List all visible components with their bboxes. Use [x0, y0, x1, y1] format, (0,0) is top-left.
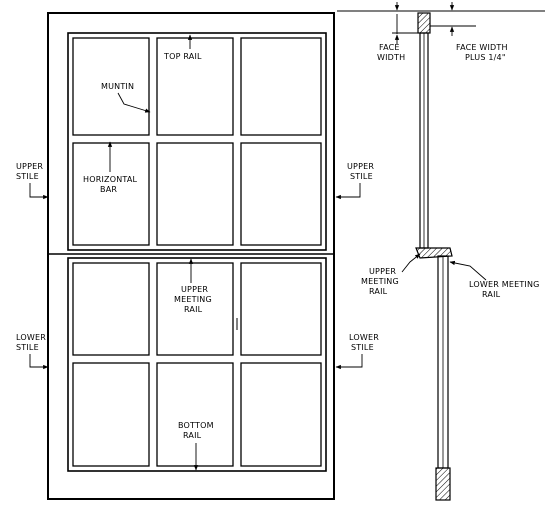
- pane: [156, 362, 234, 467]
- pane: [72, 362, 150, 467]
- label-section-lower-meeting-rail: RAIL: [482, 290, 501, 299]
- lower-sash-bottom-rail-section: [435, 467, 451, 501]
- label-bottom-rail: BOTTOM: [178, 421, 214, 430]
- label-face-width: FACE: [379, 43, 400, 52]
- label-muntin: MUNTIN: [101, 82, 134, 91]
- pane: [72, 142, 150, 246]
- label-face-width: WIDTH: [377, 53, 405, 62]
- label-bottom-rail: RAIL: [183, 431, 202, 440]
- pane: [156, 262, 234, 356]
- label-upper-meeting-rail: RAIL: [184, 305, 203, 314]
- upper-sash-top-rail-section: [417, 12, 431, 34]
- label-section-upper-meeting-rail: UPPER: [369, 267, 396, 276]
- pane: [72, 37, 150, 136]
- pane: [156, 37, 234, 136]
- label-lower-stile-right: STILE: [351, 343, 374, 352]
- label-horizontal-bar: HORIZONTAL: [83, 175, 138, 184]
- label-upper-stile-right: STILE: [350, 172, 373, 181]
- pane: [240, 362, 322, 467]
- upper-sash-panes: [72, 37, 322, 246]
- pane: [240, 37, 322, 136]
- window-elevation: TOP RAIL MUNTIN HORIZONTAL BAR UPPER STI…: [16, 12, 379, 500]
- pane: [240, 262, 322, 356]
- label-upper-stile-right: UPPER: [347, 162, 374, 171]
- outer-frame: [47, 12, 335, 500]
- lower-sash-opening: [67, 257, 327, 472]
- label-horizontal-bar: BAR: [100, 185, 117, 194]
- label-lower-stile-left: LOWER: [16, 333, 46, 342]
- label-upper-stile-left: UPPER: [16, 162, 43, 171]
- sash-section-view: FACE WIDTH FACE WIDTH PLUS 1/4" UPPER ME…: [337, 2, 545, 501]
- pane: [240, 142, 322, 246]
- label-face-width-plus: FACE WIDTH: [456, 43, 508, 52]
- label-upper-stile-left: STILE: [16, 172, 39, 181]
- label-top-rail: TOP RAIL: [163, 52, 202, 61]
- label-face-width-plus: PLUS 1/4": [465, 53, 506, 62]
- label-lower-stile-left: STILE: [16, 343, 39, 352]
- upper-sash-opening: [67, 32, 327, 251]
- pane: [72, 262, 150, 356]
- pane: [156, 142, 234, 246]
- label-section-lower-meeting-rail: LOWER MEETING: [469, 280, 540, 289]
- label-upper-meeting-rail: UPPER: [181, 285, 208, 294]
- label-lower-stile-right: LOWER: [349, 333, 379, 342]
- label-section-upper-meeting-rail: RAIL: [369, 287, 388, 296]
- label-section-upper-meeting-rail: MEETING: [361, 277, 399, 286]
- label-upper-meeting-rail: MEETING: [174, 295, 212, 304]
